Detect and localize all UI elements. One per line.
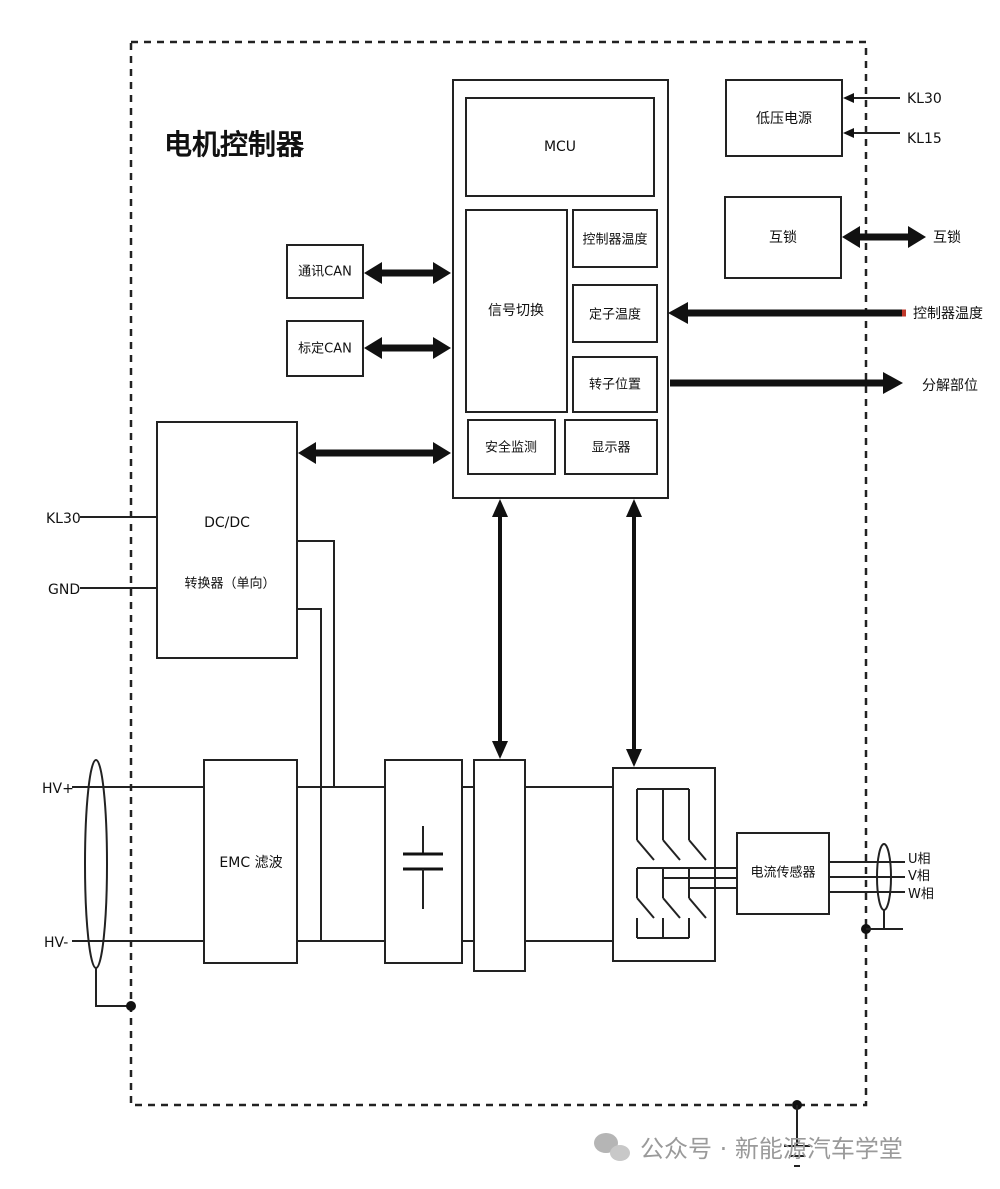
hv-shield-ground [95, 968, 131, 1007]
hv-plus-label: HV+ [42, 781, 74, 797]
comm-can-box [286, 244, 364, 299]
switch-u-high [636, 839, 655, 861]
kl30-input-arrow [843, 93, 854, 103]
resolver-label: 分解部位 [922, 378, 978, 394]
dcdc-label-line2: 转换器（单向） [184, 576, 275, 592]
kl30-top-label: KL30 [907, 91, 942, 107]
current-sensor-box [736, 832, 830, 915]
dc-link-capacitor-box [384, 759, 463, 964]
diagram-title: 电机控制器 [164, 128, 305, 161]
mcu-label: MCU [544, 139, 576, 155]
display-box [564, 419, 658, 475]
controller-temp-label: 控制器温度 [582, 232, 647, 248]
w-phase-label: W相 [908, 887, 934, 902]
calib-can-box [286, 320, 364, 377]
safety-monitor-label: 安全监测 [485, 440, 537, 456]
rotor-position-box [572, 356, 658, 413]
emc-filter-label: EMC 滤波 [219, 855, 282, 871]
low-voltage-supply-box [725, 79, 843, 157]
controller-boundary [129, 40, 868, 1107]
dcdc-hv-feed-1 [297, 540, 335, 787]
interlock-ext-label: 互锁 [933, 230, 961, 246]
mcu-sensing-arrow-up [492, 499, 508, 517]
wechat-icon [594, 1133, 630, 1161]
dcdc-box [156, 421, 298, 659]
switch-u-low [636, 897, 655, 919]
switch-w-high [688, 839, 707, 861]
interlock-box [724, 196, 842, 279]
interlock-box-label: 互锁 [769, 230, 797, 246]
mcu-inverter-arrow-down [626, 749, 642, 767]
current-sensor-label: 电流传感器 [750, 865, 815, 881]
kl30-left-label: KL30 [46, 511, 81, 527]
u-phase-label: U相 [908, 852, 931, 867]
v-phase-label: V相 [908, 869, 930, 884]
kl15-label: KL15 [907, 131, 942, 147]
interlock-arrow-left [842, 226, 860, 248]
dcdc-label-line1: DC/DC [204, 515, 250, 531]
controller-temp-ext-label: 控制器温度 [913, 306, 983, 322]
dcdc-arrow-left [298, 442, 316, 464]
calib-can-arrow-right [433, 337, 451, 359]
controller-temp-box [572, 209, 658, 268]
switch-w-low [688, 897, 707, 919]
stator-temp-label: 定子温度 [589, 307, 641, 323]
mcu-box [465, 97, 655, 197]
watermark-text: 公众号 · 新能源汽车学堂 [640, 1135, 903, 1163]
comm-can-arrow-right [433, 262, 451, 284]
controller-temp-arrow [668, 302, 688, 324]
low-voltage-supply-label: 低压电源 [756, 111, 812, 127]
kl15-input-arrow [843, 128, 854, 138]
rotor-position-label: 转子位置 [589, 378, 641, 393]
hv-shield-ground-dot [126, 1001, 136, 1011]
interlock-arrow-right [908, 226, 926, 248]
calib-can-label: 标定CAN [298, 342, 352, 357]
hv-minus-label: HV- [44, 935, 68, 951]
switch-v-low [662, 897, 681, 919]
hv-shield-ellipse [84, 759, 108, 969]
dcdc-arrow-right [433, 442, 451, 464]
mcu-inverter-arrow-up [626, 499, 642, 517]
safety-monitor-box [467, 419, 556, 475]
bus-sensing-box [473, 759, 526, 972]
stator-temp-box [572, 284, 658, 343]
signal-switch-box [465, 209, 568, 413]
calib-can-arrow-left [364, 337, 382, 359]
comm-can-arrow-left [364, 262, 382, 284]
emc-filter-box [203, 759, 298, 964]
resolver-arrow [883, 372, 903, 394]
signal-switch-label: 信号切换 [488, 302, 544, 319]
dcdc-hv-feed-2 [297, 608, 322, 941]
mcu-sensing-arrow-down [492, 741, 508, 759]
gnd-label: GND [48, 582, 80, 598]
comm-can-label: 通讯CAN [298, 265, 352, 280]
display-label: 显示器 [591, 441, 630, 456]
switch-v-high [662, 839, 681, 861]
